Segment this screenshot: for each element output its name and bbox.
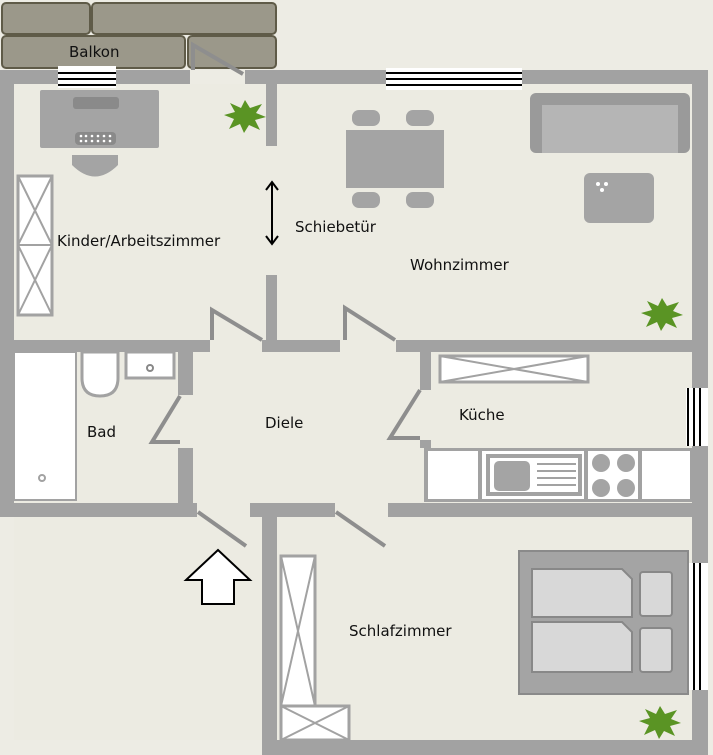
doors	[148, 41, 422, 548]
desk-chair	[72, 155, 118, 177]
window-kueche	[686, 388, 708, 446]
room-label-kinder: Kinder/Arbeitszimmer	[57, 232, 221, 250]
entrance-arrow-icon	[183, 548, 253, 605]
kitchen-counter	[424, 448, 692, 502]
room-label-balkon: Balkon	[69, 43, 120, 61]
plant-icon	[641, 298, 683, 331]
wardrobe-schlafzimmer	[279, 554, 351, 742]
window-wohnzimmer	[386, 68, 522, 90]
kitchen-cabinet	[438, 354, 590, 384]
plant-icon	[224, 100, 266, 133]
toilet	[80, 350, 120, 398]
room-label-schlafzimmer: Schlafzimmer	[349, 622, 452, 640]
balcony	[1, 2, 277, 69]
dining-table	[346, 110, 444, 208]
plant-icon	[639, 706, 681, 739]
sofa	[530, 93, 690, 153]
sink	[124, 350, 176, 380]
room-label-diele: Diele	[265, 414, 303, 432]
label-schiebetuer: Schiebetür	[295, 218, 377, 236]
room-label-kueche: Küche	[459, 406, 505, 424]
wardrobe-kinder	[16, 174, 54, 317]
sliding-door-arrow-icon	[265, 180, 279, 246]
armchair	[584, 173, 654, 223]
bed	[518, 550, 689, 695]
room-label-bad: Bad	[87, 423, 116, 441]
room-label-wohnzimmer: Wohnzimmer	[410, 256, 510, 274]
window-kinder	[58, 66, 116, 88]
bathtub	[13, 351, 77, 501]
window-schlafzimmer	[686, 563, 708, 690]
desk	[40, 90, 159, 148]
